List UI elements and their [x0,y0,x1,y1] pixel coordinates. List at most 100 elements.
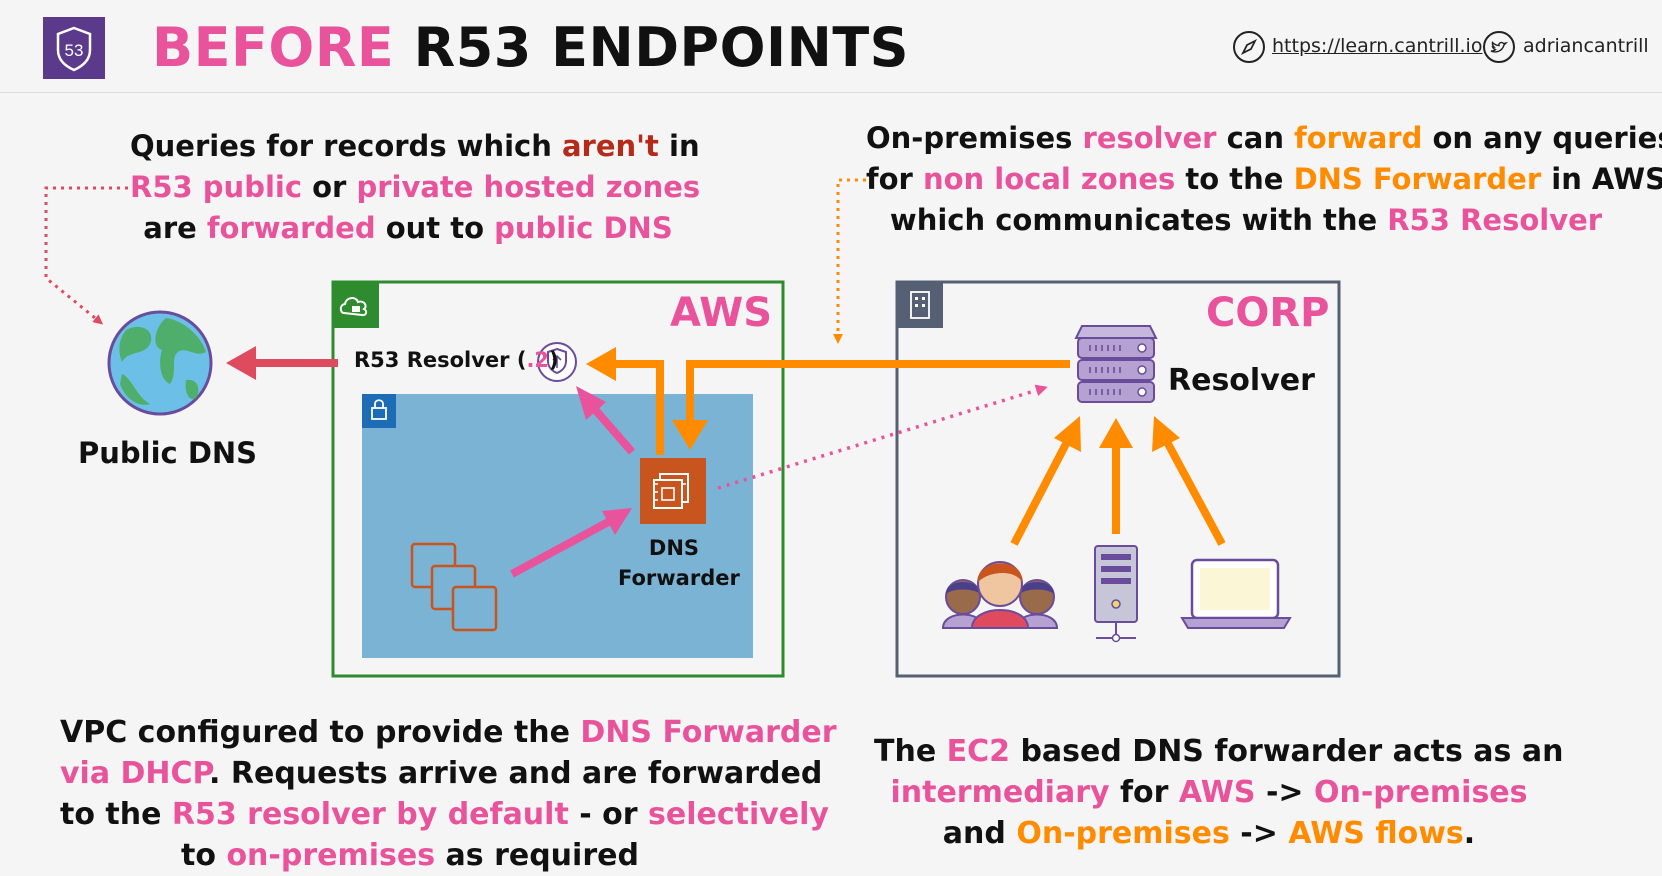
dns-forwarder-label: DNS Forwarder [618,533,740,593]
callout-top-left: Queries for records which aren't in R53 … [130,126,700,249]
callout-text-fragment: forward [1294,121,1423,155]
callout-text-fragment: EC2 [946,734,1011,769]
callout-text-fragment: The [874,734,947,769]
dns-forwarder-line1: DNS [648,536,700,560]
arrow-to-public-dns [226,346,256,380]
website-link[interactable]: https://learn.cantrill.io [1272,35,1483,57]
callout-text-fragment: . [1463,816,1476,851]
callout-text-fragment: On-premises [1016,816,1230,851]
callout-bottom-left-line1: VPC configured to provide the DNS Forwar… [60,712,837,753]
callout-text-fragment: for [1109,775,1179,810]
callout-bottom-right: The EC2 based DNS forwarder acts as an i… [874,731,1563,854]
twitter-icon [1483,31,1515,63]
callout-text-fragment: VPC configured to provide the [60,715,581,750]
building-icon [897,282,943,328]
logo-text: 53 [65,41,84,60]
callout-text-fragment: for [866,162,923,196]
compass-icon [1233,31,1265,63]
callout-text-fragment: or [302,170,357,204]
callout-text-fragment: -> [1255,775,1314,810]
laptop-icon [1180,558,1292,629]
callout-text-fragment: On-premises [1313,775,1528,810]
callout-top-right-line1: On-premises resolver can forward on any … [866,118,1662,159]
callout-bottom-left: VPC configured to provide the DNS Forwar… [60,712,837,876]
callout-text-fragment: based DNS forwarder acts as an [1010,734,1564,769]
callout-text-fragment: via DHCP [60,756,210,791]
aws-box [331,280,785,678]
orange-flow-to-resolver [686,360,1070,428]
callout-text-fragment: public DNS [494,211,673,245]
callout-text-fragment: can [1216,121,1295,155]
callout-text-fragment: are [143,211,207,245]
callout-text-fragment: which communicates with the [889,203,1388,237]
users-icon [941,561,1059,629]
callout-text-fragment: forwarded [206,211,376,245]
callout-text-fragment: and [942,816,1017,851]
resolver-shield-icon [537,342,577,382]
callout-text-fragment: . Requests arrive and are forwarded [209,756,823,791]
pink-dotted-to-corp [717,384,1048,490]
corp-label: CORP [1206,290,1330,336]
callout-top-left-line2: R53 public or private hosted zones [130,167,700,208]
callout-text-fragment: R53 public [130,170,303,204]
callout-bottom-right-line1: The EC2 based DNS forwarder acts as an [874,731,1563,772]
callout-text-fragment: AWS flows [1288,816,1464,851]
callout-text-fragment: to the [1175,162,1294,196]
callout-bottom-right-line3: and On-premises -> AWS flows. [874,813,1544,854]
lock-icon [362,394,396,428]
callout-top-left-line1: Queries for records which aren't in [130,126,700,167]
desktop-tower-icon [1094,545,1138,643]
ec2-chip-icon [640,458,706,524]
dns-forwarder-line2: Forwarder [618,566,740,590]
callout-text-fragment: in AWS - [1551,162,1662,196]
callout-text-fragment: Queries for records which [130,129,562,163]
server-rack-icon [1074,325,1158,403]
callout-text-fragment: -> [1229,816,1289,851]
orange-flow-from-forwarder [610,360,664,455]
callout-arrow-left [44,186,128,325]
instances-icon [410,542,498,632]
callout-bottom-left-line2: via DHCP. Requests arrive and are forwar… [60,753,822,794]
title-rest: R53 ENDPOINTS [413,16,910,79]
callout-text-fragment: to [181,838,227,873]
callout-text-fragment: as required [435,838,639,873]
callout-bottom-left-line4: to on-premises as required [60,835,760,876]
callout-text-fragment: AWS [1178,775,1256,810]
twitter-handle[interactable]: adriancantrill [1523,35,1649,57]
title-prefix: BEFORE [152,16,395,79]
corp-box [895,280,1341,678]
header-bar: 53 BEFORE R53 ENDPOINTS https://learn.ca… [0,0,1662,93]
callout-text-fragment: to the [60,797,172,832]
callout-top-right: On-premises resolver can forward on any … [866,118,1662,241]
callout-text-fragment: out to [375,211,495,245]
callout-text-fragment: private hosted zones [356,170,701,204]
callout-text-fragment: in [658,129,700,163]
r53-resolver-label-a: R53 Resolver ( [354,348,527,372]
pink-arrow-to-forwarder [602,508,632,535]
callout-text-fragment: non local zones [922,162,1176,196]
route53-icon: 53 [43,17,105,79]
pink-arrow-to-resolver [576,386,606,420]
callout-text-fragment: - or [568,797,648,832]
callout-top-left-line3: are forwarded out to public DNS [130,208,686,249]
callout-text-fragment: on-premises [226,838,436,873]
corp-resolver-label: Resolver [1168,363,1315,398]
cloud-lock-icon [333,282,379,328]
callout-text-fragment: aren't [561,129,659,163]
callout-text-fragment: On-premises [866,121,1083,155]
callout-top-right-line3: which communicates with the R53 Resolver [866,200,1626,241]
callout-bottom-right-line2: intermediary for AWS -> On-premises [874,772,1544,813]
callout-arrow-right [833,178,866,344]
r53-resolver-label-c: ) [549,348,559,372]
callout-text-fragment: DNS Forwarder [580,715,837,750]
callout-text-fragment: R53 resolver by default [171,797,569,832]
callout-text-fragment: resolver [1082,121,1217,155]
callout-text-fragment: on any queries [1422,121,1662,155]
public-dns-label: Public DNS [78,436,258,470]
callout-text-fragment: R53 Resolver [1387,203,1603,237]
callout-text-fragment: selectively [648,797,829,832]
r53-resolver-label: R53 Resolver (.2) [354,348,559,372]
globe-icon [107,310,213,416]
